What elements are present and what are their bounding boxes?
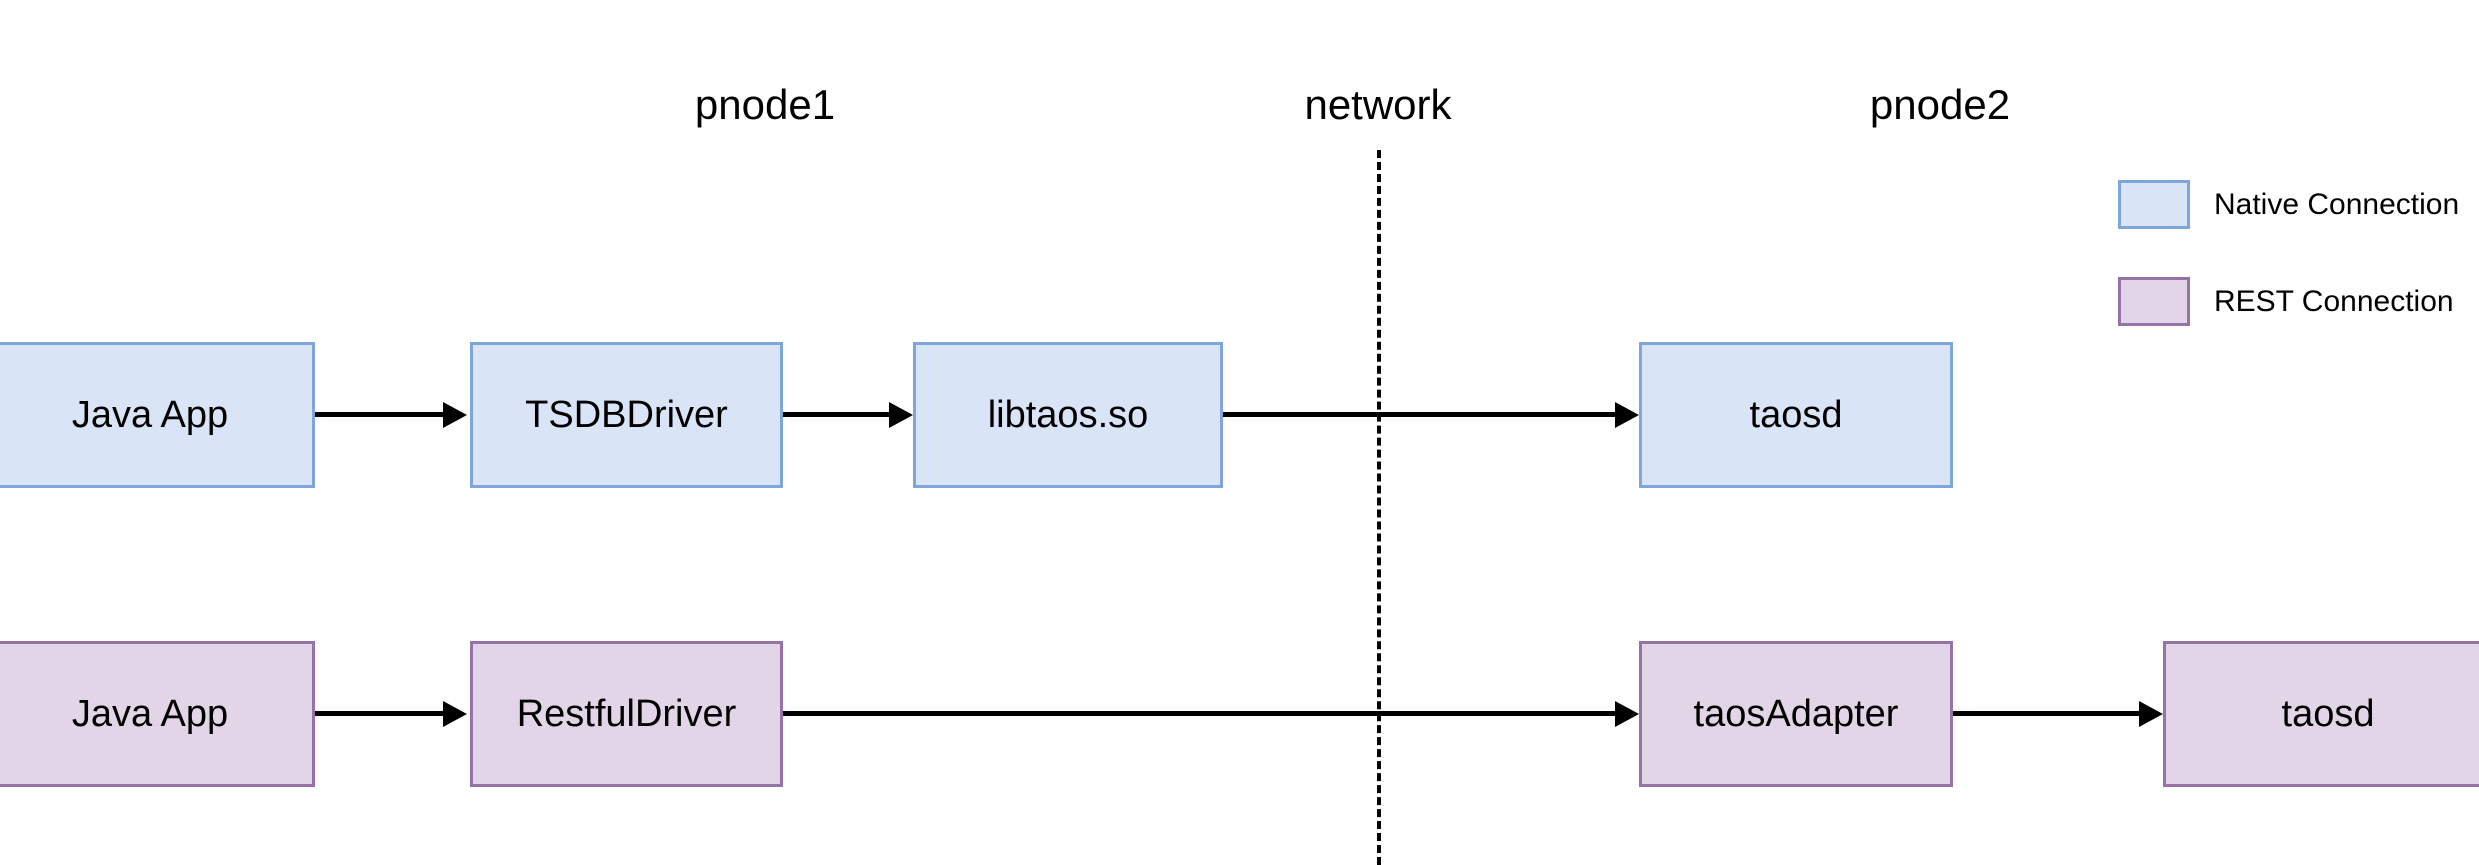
network-divider-dashed-line bbox=[1377, 150, 1381, 865]
node-label: Java App bbox=[71, 692, 229, 735]
node-label: RestfulDriver bbox=[516, 692, 737, 735]
arrow-line-restfuldriver-to-taosadapter bbox=[783, 711, 1615, 716]
arrow-head-javaapp-to-tsdbdriver bbox=[443, 402, 467, 428]
section-label-pnode2: pnode2 bbox=[1869, 81, 2011, 128]
node-restfuldriver: RestfulDriver bbox=[470, 641, 783, 787]
arrow-line-javaapp-to-restfuldriver bbox=[315, 711, 443, 716]
legend-swatch-native-icon bbox=[2118, 180, 2190, 229]
node-label: taosAdapter bbox=[1693, 692, 1899, 735]
legend-swatch-rest-icon bbox=[2118, 277, 2190, 326]
legend-item-native-connection: Native Connection bbox=[2118, 180, 2459, 229]
node-label: Java App bbox=[71, 393, 229, 436]
node-taosd-rest: taosd bbox=[2163, 641, 2479, 787]
node-label: libtaos.so bbox=[987, 393, 1149, 436]
arrow-head-libtaos-to-taosd bbox=[1615, 402, 1639, 428]
arrow-head-javaapp-to-restfuldriver bbox=[443, 701, 467, 727]
arrow-head-tsdbdriver-to-libtaos bbox=[889, 402, 913, 428]
node-taosd-native: taosd bbox=[1639, 342, 1953, 488]
legend-label-rest-connection: REST Connection bbox=[2214, 284, 2454, 318]
arrow-line-tsdbdriver-to-libtaos bbox=[783, 412, 889, 417]
node-taosadapter: taosAdapter bbox=[1639, 641, 1953, 787]
legend-label-native-connection: Native Connection bbox=[2214, 187, 2460, 221]
node-java-app-native: Java App bbox=[0, 342, 315, 488]
arrow-line-taosadapter-to-taosd bbox=[1953, 711, 2139, 716]
section-label-pnode1: pnode1 bbox=[694, 81, 836, 128]
arrow-line-javaapp-to-tsdbdriver bbox=[315, 412, 443, 417]
arrow-head-restfuldriver-to-taosadapter bbox=[1615, 701, 1639, 727]
node-tsdbdriver: TSDBDriver bbox=[470, 342, 783, 488]
arrow-line-libtaos-to-taosd bbox=[1223, 412, 1615, 417]
section-label-network: network bbox=[1304, 81, 1452, 128]
arrow-head-taosadapter-to-taosd bbox=[2139, 701, 2163, 727]
node-label: TSDBDriver bbox=[525, 393, 728, 436]
legend-item-rest-connection: REST Connection bbox=[2118, 277, 2454, 326]
node-libtaos-so: libtaos.so bbox=[913, 342, 1223, 488]
node-label: taosd bbox=[2281, 692, 2375, 735]
node-label: taosd bbox=[1749, 393, 1843, 436]
node-java-app-rest: Java App bbox=[0, 641, 315, 787]
